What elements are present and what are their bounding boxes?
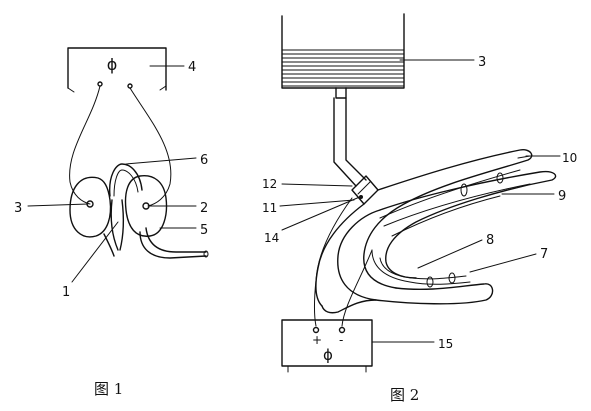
fig2-valve: [351, 175, 379, 205]
fig1-label-3: 3: [14, 201, 22, 216]
fig1-wires: [69, 81, 172, 207]
fig1-label-2: 2: [200, 201, 208, 216]
fig1-electrode-assembly: [69, 163, 209, 259]
fig2-label-9: 9: [558, 189, 566, 204]
fig2-reservoir: [281, 13, 405, 99]
fig2-label-8: 8: [486, 233, 494, 248]
fig1-label-1: 1: [62, 285, 70, 300]
fig2-label-3: 3: [478, 55, 486, 70]
fig2-label-7: 7: [540, 247, 548, 262]
fig2-power-symbol: ϕ: [323, 346, 333, 364]
fig2-label-10: 10: [562, 151, 577, 165]
fig2-labels: 3 10 9 8 7 12 11 14 15: [262, 55, 577, 351]
figure-1: ϕ: [14, 47, 209, 398]
figure-2: + - ϕ 3 10 9 8 7 12 11 14 15 图 2: [262, 13, 577, 404]
fig1-power-symbol: ϕ: [107, 55, 118, 74]
fig2-power-unit: + - ϕ: [281, 319, 373, 373]
fig1-label-6: 6: [200, 153, 208, 168]
fig1-caption: 图 1: [94, 380, 123, 398]
fig1-power-box: ϕ: [67, 47, 167, 93]
fig2-caption: 图 2: [390, 386, 419, 404]
fig2-feed-tube: [333, 97, 367, 187]
fig2-conductors: [371, 155, 531, 288]
fig2-terminal-minus: -: [339, 333, 343, 347]
fig2-label-11: 11: [262, 201, 277, 215]
fig2-label-12: 12: [262, 177, 277, 191]
fig2-label-15: 15: [438, 337, 453, 351]
fig1-labels: 4 6 3 2 5 1: [14, 60, 208, 300]
fig1-label-4: 4: [188, 60, 196, 75]
fig2-label-14: 14: [264, 231, 279, 245]
fig1-label-5: 5: [200, 223, 208, 238]
fig2-applicator-body: [315, 148, 557, 314]
fig2-terminal-plus: +: [312, 333, 322, 347]
